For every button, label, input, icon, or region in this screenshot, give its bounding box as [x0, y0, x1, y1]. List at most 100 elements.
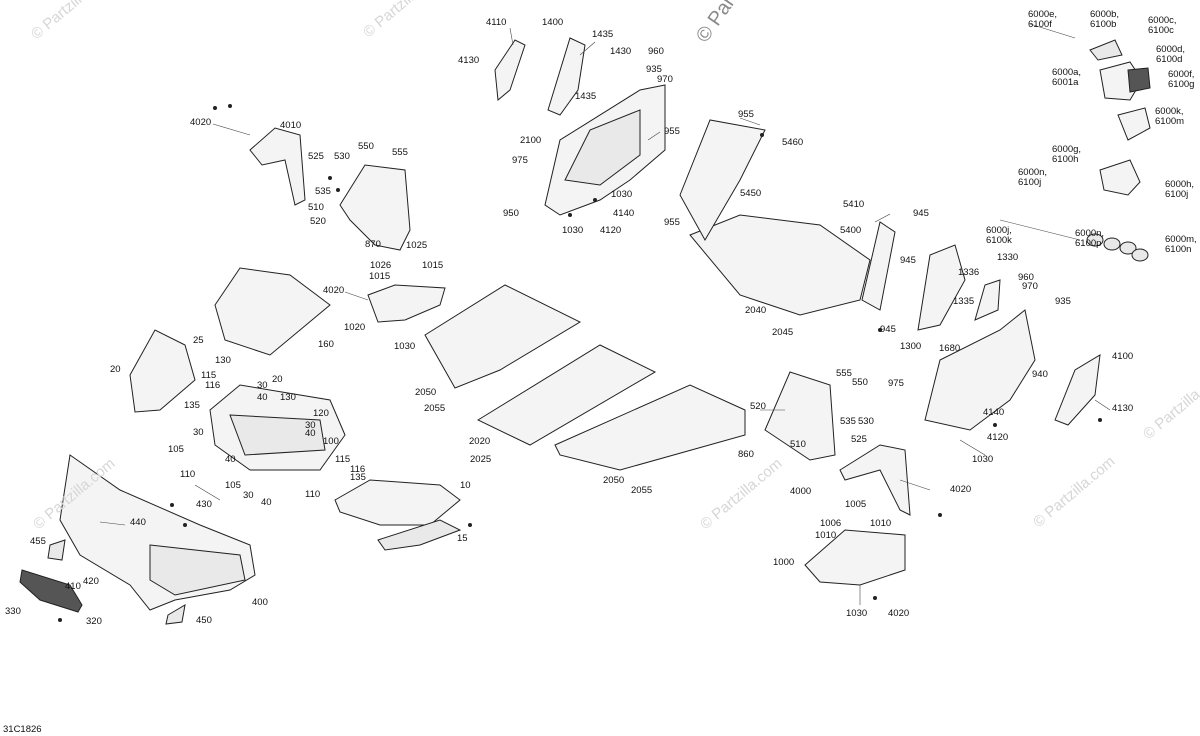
part-label: 4020	[950, 484, 972, 495]
part-label: 115	[201, 370, 217, 381]
part-label: 6000m, 6100n	[1165, 234, 1197, 255]
part-label: 520	[310, 216, 326, 227]
part-label: 10	[460, 480, 471, 491]
bracket-1020	[367, 284, 446, 323]
part-label: 1435	[575, 91, 597, 102]
watermark: © Partzilla.com	[1140, 365, 1200, 444]
part-label: 135	[350, 472, 366, 483]
part-label: 550	[852, 377, 868, 388]
part-label: 4120	[987, 432, 1009, 443]
part-label: 330	[5, 606, 21, 617]
part-label: 1336	[958, 267, 980, 278]
watermark: © Partzilla	[692, 0, 763, 47]
part-label: 1005	[845, 499, 867, 510]
grille-part	[19, 569, 83, 613]
part-label: 30	[243, 490, 254, 501]
part-label: 510	[308, 202, 324, 213]
bracket-4100	[1054, 354, 1101, 426]
part-label: 30	[193, 427, 204, 438]
bracket-1000	[804, 529, 906, 586]
part-label: 40	[257, 392, 268, 403]
part-label: 870	[365, 239, 381, 250]
part-label: 30	[305, 420, 316, 431]
housing-6000k	[1117, 107, 1151, 141]
part-label: 530	[334, 151, 350, 162]
part-label: 6000b, 6100b	[1090, 9, 1120, 30]
part-label: 6000j, 6100k	[986, 225, 1012, 246]
part-label: 6000d, 6100d	[1156, 44, 1186, 65]
floor-panel-2050-left	[424, 284, 582, 389]
clamp-6000b	[1089, 39, 1123, 61]
part-label: 110	[180, 469, 196, 480]
floor-panel-2020	[476, 344, 657, 446]
part-label: 1006	[820, 518, 842, 529]
part-label: 1030	[562, 225, 584, 236]
part-label: 940	[1032, 369, 1048, 380]
part-label: 450	[196, 615, 212, 626]
part-label: 520	[750, 401, 766, 412]
part-label: 970	[657, 74, 673, 85]
part-label: 2020	[469, 436, 491, 447]
part-label: 105	[168, 444, 184, 455]
part-label: 2025	[470, 454, 492, 465]
part-label: 2055	[631, 485, 653, 496]
hood-panel-160	[214, 267, 331, 356]
part-label: 40	[305, 428, 316, 439]
part-label: 1335	[953, 296, 975, 307]
part-label: 400	[252, 597, 268, 608]
part-label: 5450	[740, 188, 762, 199]
side-panel-1400	[547, 37, 586, 116]
part-label: 6000n, 6100j	[1018, 167, 1048, 188]
rings-6000m	[1086, 233, 1149, 262]
part-label: 6000n, 6100p	[1075, 228, 1105, 249]
part-label: 1030	[611, 189, 633, 200]
part-label: 4120	[600, 225, 622, 236]
part-label: 4130	[458, 55, 480, 66]
part-label: 955	[664, 126, 680, 137]
panel-1335	[974, 279, 1001, 321]
part-label: 4100	[1112, 351, 1134, 362]
part-label: 420	[83, 576, 99, 587]
watermark: © Partzilla.com	[697, 455, 786, 534]
part-label: 960	[1018, 272, 1034, 283]
front-bumper-inner-part	[149, 544, 246, 596]
part-label: 935	[1055, 296, 1071, 307]
headlight-cover-10	[334, 479, 461, 526]
part-label: 4020	[888, 608, 910, 619]
part-label: 20	[272, 374, 283, 385]
floor-panel-2050-right	[554, 384, 746, 471]
part-label: 105	[225, 480, 241, 491]
side-panel-20	[129, 329, 196, 413]
part-label: 1030	[972, 454, 994, 465]
strip-5400	[861, 221, 896, 311]
part-label: 120	[313, 408, 329, 419]
inner-fender-510	[764, 371, 836, 461]
part-label: 970	[1022, 281, 1038, 292]
part-label: 525	[308, 151, 324, 162]
part-label: 2045	[772, 327, 794, 338]
watermark: © Partzilla	[360, 0, 424, 42]
part-label: 135	[184, 400, 200, 411]
part-label: 1300	[900, 341, 922, 352]
housing-6000g	[1099, 159, 1141, 196]
part-label: 5410	[843, 199, 865, 210]
part-label: 6000k, 6100m	[1155, 106, 1185, 127]
bracket-450-part	[165, 604, 186, 625]
part-label: 1015	[422, 260, 444, 271]
part-label: 4010	[280, 120, 302, 131]
part-label: 40	[261, 497, 272, 508]
part-label: 440	[130, 517, 146, 528]
diagram-reference-code: 31C1826	[3, 724, 42, 735]
front-frame-inner	[229, 414, 326, 456]
door-panel-940	[924, 309, 1036, 431]
part-label: 1000	[773, 557, 795, 568]
part-label: 1025	[406, 240, 428, 251]
part-label: 15	[457, 533, 468, 544]
part-label: 1680	[939, 343, 961, 354]
part-label: 116	[205, 380, 221, 391]
part-label: 945	[880, 324, 896, 335]
part-label: 1430	[610, 46, 632, 57]
